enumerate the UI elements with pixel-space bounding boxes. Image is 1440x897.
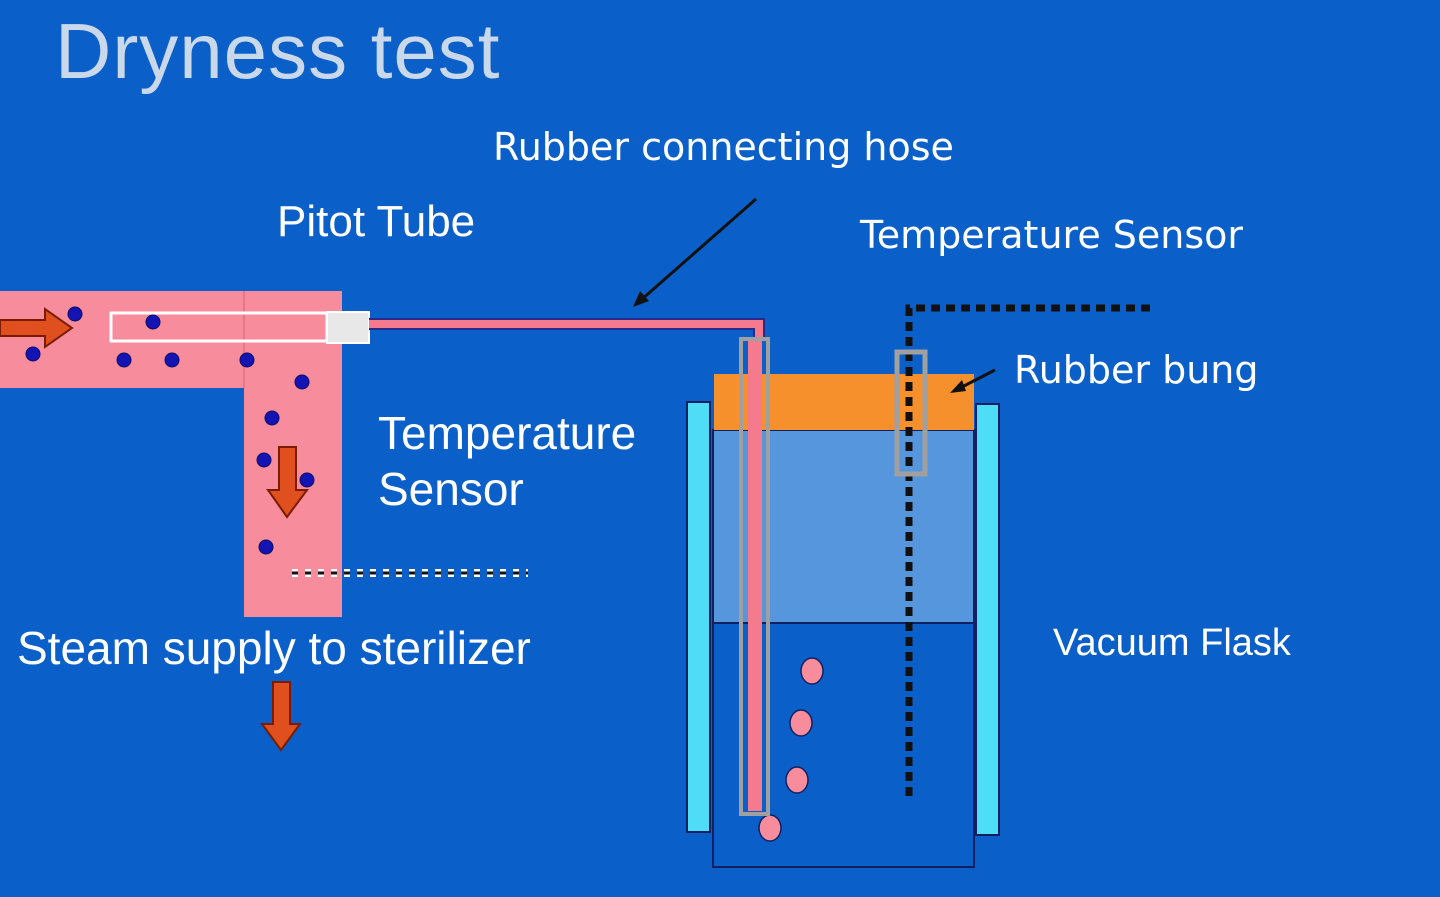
condensate-bubbles <box>758 657 824 842</box>
droplet <box>256 452 272 468</box>
flow-arrows <box>0 307 309 752</box>
hose-path-fill <box>369 320 763 338</box>
label-temperature-sensor-left: Temperature Sensor <box>378 405 636 517</box>
rubber-connecting-hose <box>369 318 765 338</box>
droplet <box>264 410 280 426</box>
vacuum-flask <box>686 374 1000 868</box>
label-pitot-tube: Pitot Tube <box>277 197 476 246</box>
droplet <box>299 472 315 488</box>
droplet <box>25 346 41 362</box>
sensor-grommet <box>894 349 928 477</box>
flask-wall-right <box>975 403 1000 836</box>
label-vacuum-flask: Vacuum Flask <box>1053 622 1291 664</box>
label-steam-supply: Steam supply to sterilizer <box>17 622 531 674</box>
inlet-tube-fill <box>748 341 762 811</box>
flow-in-arrow-icon <box>0 307 74 349</box>
bung-pointer-head <box>950 380 966 393</box>
droplet <box>239 352 255 368</box>
label-temperature-sensor-right: Temperature Sensor <box>860 213 1244 257</box>
droplet <box>145 314 161 330</box>
droplet <box>294 374 310 390</box>
droplet <box>164 352 180 368</box>
right-sensor-dotted-lead <box>905 304 1150 800</box>
hose-pointer-head <box>633 291 649 307</box>
flask-inlet-tube <box>739 337 770 816</box>
label-rubber-bung: Rubber bung <box>1014 348 1259 392</box>
droplet <box>67 306 83 322</box>
pitot-tube <box>109 311 370 344</box>
droplet <box>116 352 132 368</box>
bubble <box>785 766 809 794</box>
hose-pointer-line <box>640 197 757 302</box>
bung-pointer-line <box>959 368 996 390</box>
label-temperature-sensor-left-line2: Sensor <box>378 463 524 515</box>
flask-wall-left <box>686 401 711 833</box>
steam-droplets <box>25 306 315 555</box>
bubble <box>789 709 813 737</box>
pitot-tube-connector <box>326 311 370 344</box>
droplet <box>258 539 274 555</box>
bubble <box>800 657 824 685</box>
label-rubber-connecting-hose: Rubber connecting hose <box>493 125 954 169</box>
label-temperature-sensor-left-line1: Temperature <box>378 407 637 459</box>
inlet-tube-frame <box>739 337 770 816</box>
page-title: Dryness test <box>55 7 501 95</box>
flow-down-arrow-icon <box>266 446 309 519</box>
steam-out-arrow-icon <box>260 681 302 752</box>
right-sensor-probe <box>894 304 1150 800</box>
bubble <box>758 814 782 842</box>
